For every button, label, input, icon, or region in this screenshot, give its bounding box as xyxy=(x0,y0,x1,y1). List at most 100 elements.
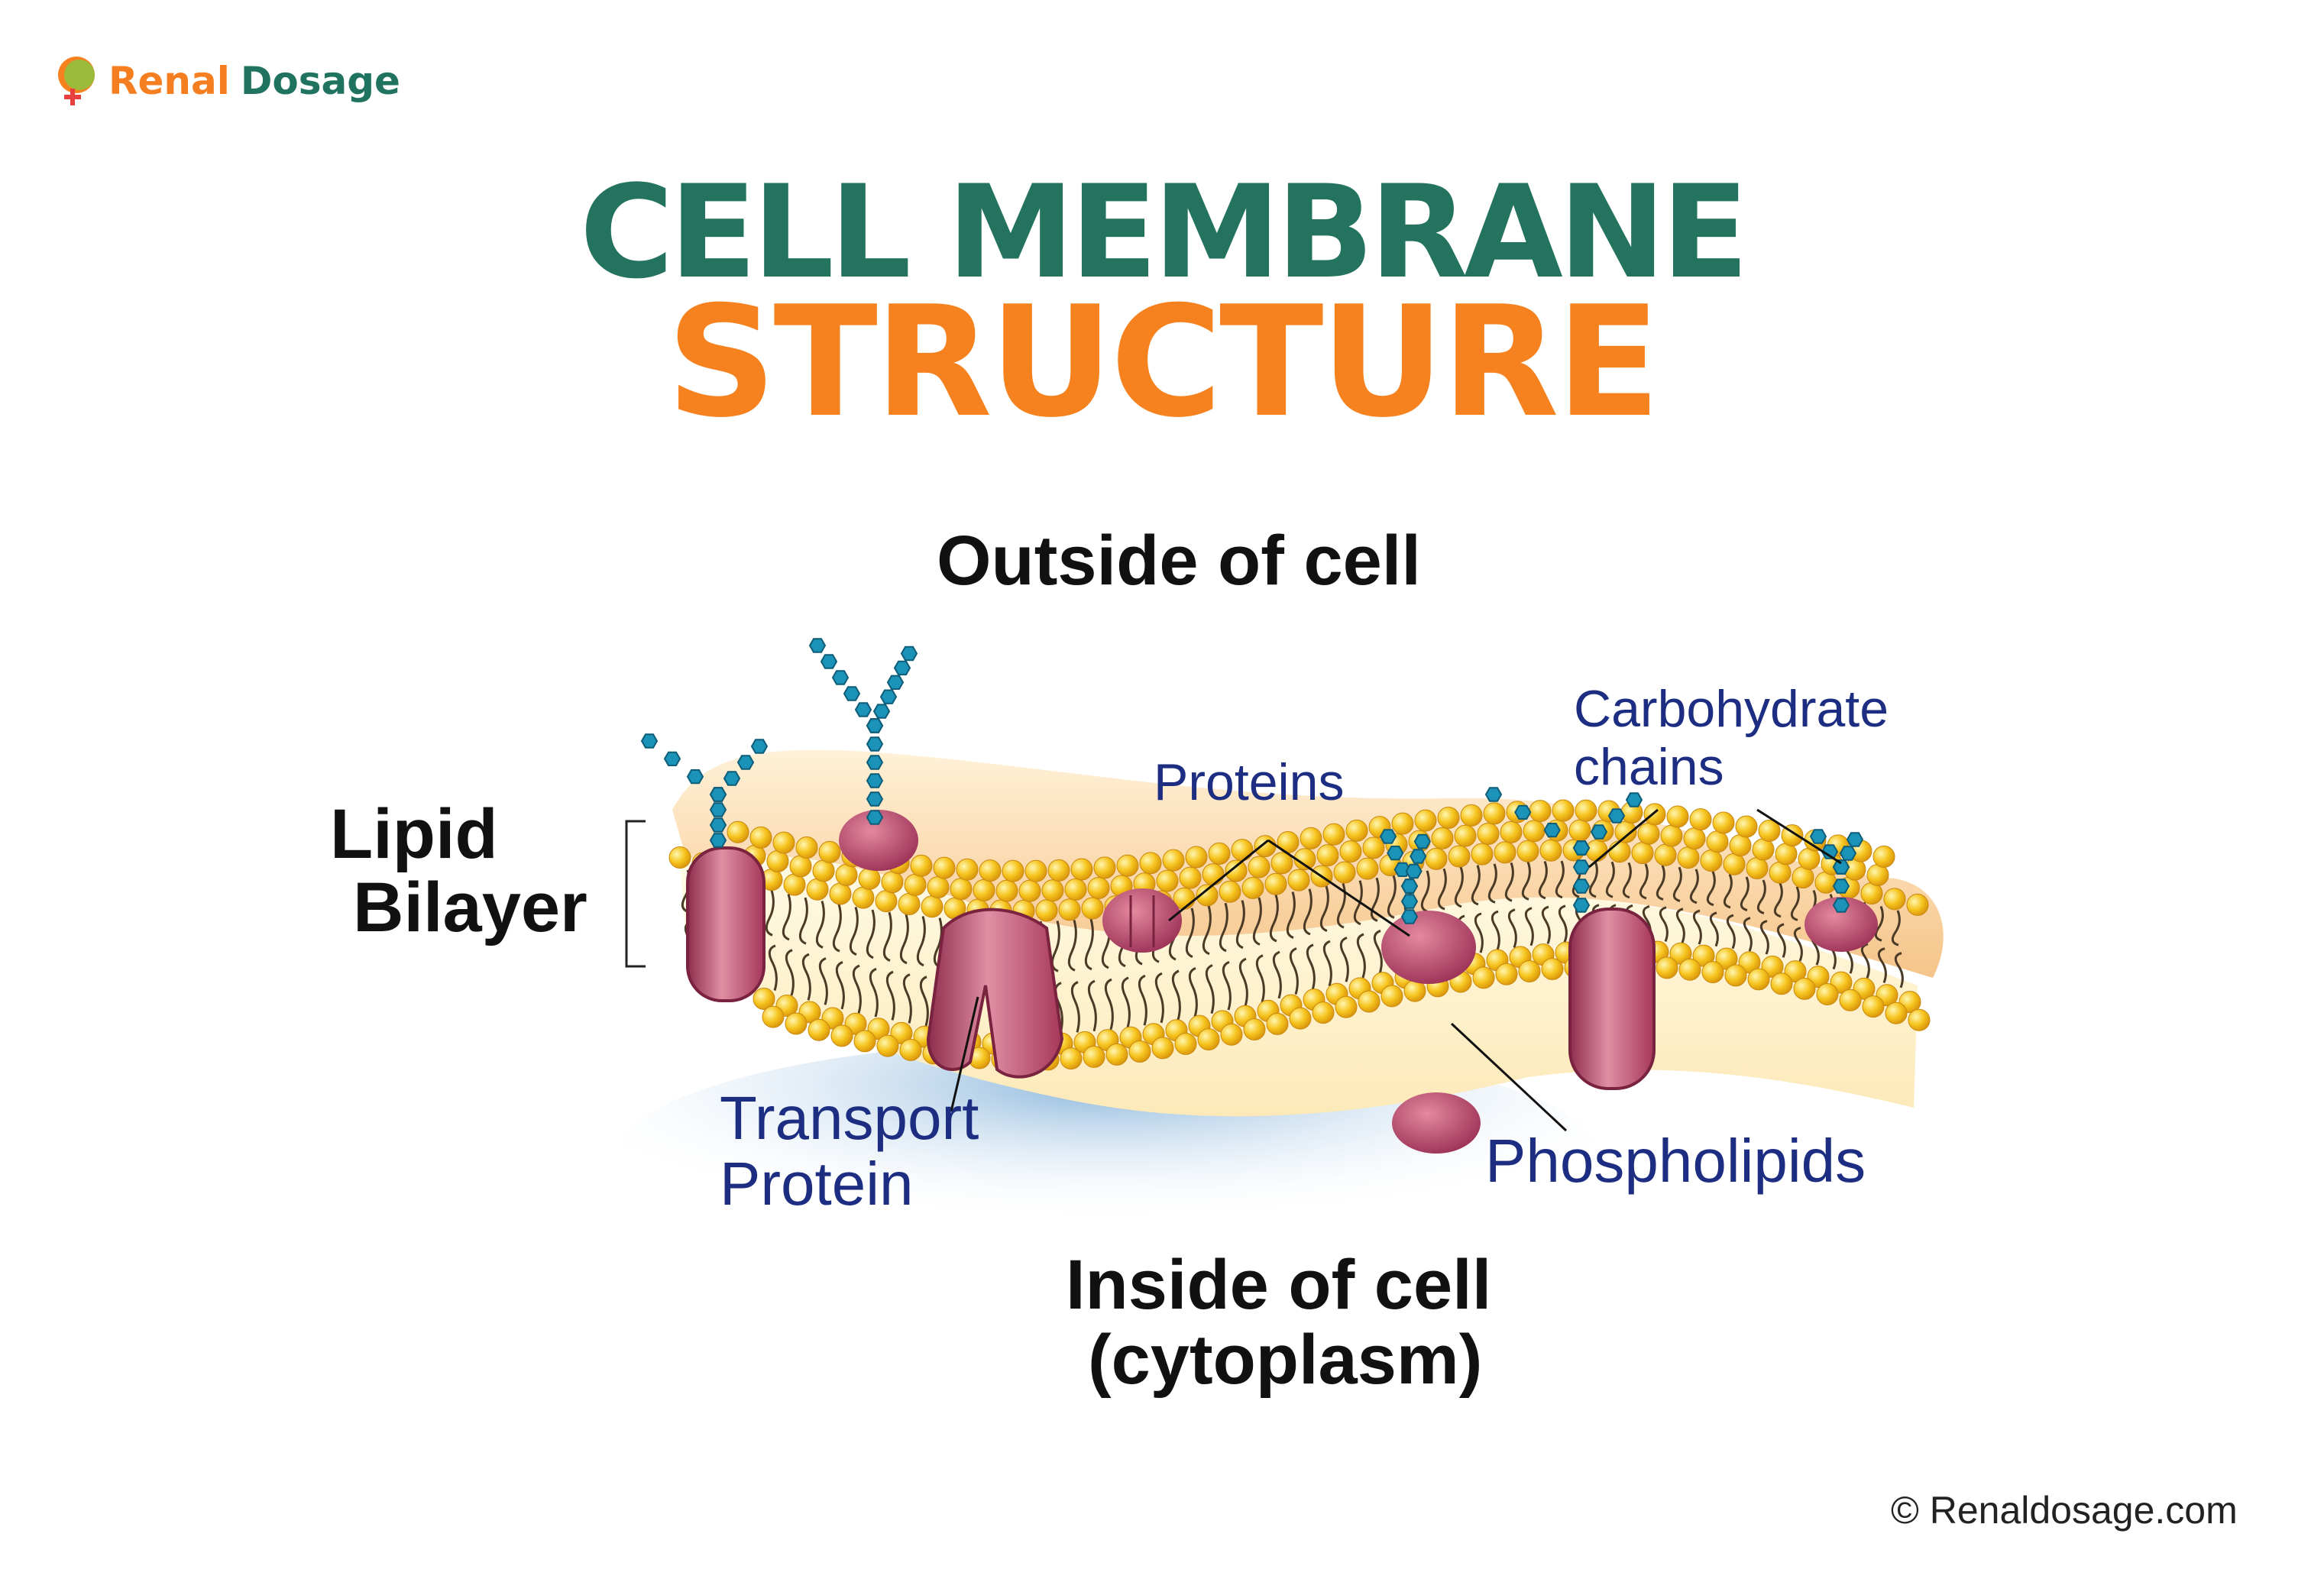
label-protein: Protein xyxy=(720,1150,914,1218)
lipid-tail xyxy=(1659,906,1669,943)
lipid-tail xyxy=(1238,957,1248,1007)
phospholipid-head xyxy=(1064,878,1087,901)
phospholipid-head xyxy=(808,1018,830,1041)
carbohydrate-bead xyxy=(1514,804,1532,820)
phospholipid-head xyxy=(950,878,973,901)
phospholipid-head xyxy=(1179,866,1202,889)
lipid-tail xyxy=(1269,894,1279,943)
lipid-tail xyxy=(1306,943,1316,991)
phospholipid-head xyxy=(1798,847,1821,870)
lipid-tail xyxy=(835,961,845,1010)
lipid-tail xyxy=(1874,905,1884,942)
lipid-tail xyxy=(1104,978,1114,1031)
lipid-tail xyxy=(885,970,895,1021)
phospholipid-head xyxy=(1024,859,1047,882)
phospholipid-head xyxy=(1761,955,1784,978)
phospholipid-head xyxy=(753,987,775,1010)
phospholipid-head xyxy=(829,882,852,905)
phospholipid-head xyxy=(1872,845,1895,868)
phospholipid-head xyxy=(1460,804,1483,827)
lipid-tail xyxy=(1202,905,1212,956)
lipid-tail xyxy=(1339,937,1349,982)
brand-logo: Renal Dosage xyxy=(53,44,400,118)
carbohydrate-bead xyxy=(866,810,884,825)
protein-dome-center xyxy=(1381,911,1476,984)
lipid-tail xyxy=(1370,877,1380,922)
label-carbohydrate: Carbohydrate xyxy=(1574,680,1889,738)
phospholipid-head xyxy=(1083,1045,1105,1068)
carbohydrate-bead xyxy=(854,702,872,717)
lipid-tail xyxy=(1205,964,1215,1014)
phospholipid-head xyxy=(853,1030,876,1053)
lipid-tail xyxy=(1689,869,1699,904)
carbohydrate-bead xyxy=(1839,846,1857,861)
phospholipid-head xyxy=(772,831,795,854)
lipid-tail xyxy=(899,914,909,965)
phospholipid-head xyxy=(1087,876,1110,899)
phospholipid-head xyxy=(1552,799,1575,822)
carbohydrate-bead xyxy=(866,791,884,807)
carbohydrate-bead xyxy=(1607,808,1626,824)
phospholipid-head xyxy=(899,1038,922,1061)
phospholipid-head xyxy=(876,1034,899,1057)
lipid-tail xyxy=(1723,873,1733,909)
lipid-tail xyxy=(1219,902,1228,953)
carbohydrate-bead xyxy=(1413,833,1431,849)
lipid-tail xyxy=(1420,870,1430,913)
label-cytoplasm: (cytoplasm) xyxy=(1088,1321,1483,1399)
protein-dome-top-left xyxy=(839,810,918,871)
phospholipid-head xyxy=(1816,983,1839,1006)
phospholipid-head xyxy=(835,863,858,886)
lipid-tail xyxy=(1726,914,1736,950)
phospholipid-head xyxy=(1689,808,1712,831)
phospholipid-head xyxy=(933,856,956,879)
phospholipid-head xyxy=(1862,995,1885,1018)
phospholipid-head xyxy=(806,878,829,901)
carbohydrate-bead xyxy=(686,769,704,785)
phospholipid-head xyxy=(858,867,881,890)
phospholipid-head xyxy=(1712,811,1735,834)
lipid-tail xyxy=(1138,974,1147,1026)
lipid-tail xyxy=(1373,930,1383,975)
lipid-tail xyxy=(1521,861,1531,901)
phospholipid-head xyxy=(1723,853,1746,875)
lipid-tail xyxy=(1070,981,1080,1033)
lipid-tail xyxy=(768,944,778,991)
lipid-tail xyxy=(1272,950,1282,999)
phospholipid-head xyxy=(956,858,979,881)
lipid-tail xyxy=(1756,879,1766,914)
phospholipid-head xyxy=(1289,1007,1312,1030)
lipid-tail xyxy=(1675,908,1685,943)
carbohydrate-bead xyxy=(820,654,838,669)
carbohydrate-bead xyxy=(866,718,884,733)
phospholipid-head xyxy=(1906,893,1929,916)
carbohydrate-bead xyxy=(866,773,884,788)
phospholipid-head xyxy=(766,849,789,872)
lipid-tail xyxy=(1154,972,1164,1024)
phospholipid-head xyxy=(1362,836,1385,859)
phospholipid-head xyxy=(898,893,921,916)
lipid-tail xyxy=(1067,920,1077,972)
phospholipid-head xyxy=(1518,959,1541,982)
carbohydrate-bead xyxy=(1809,829,1827,844)
carbohydrate-bead xyxy=(709,817,727,833)
lipid-tail xyxy=(1656,865,1665,901)
lipid-tail xyxy=(1255,954,1265,1003)
phospholipid-head xyxy=(785,1012,808,1035)
lipid-tail xyxy=(1504,862,1514,902)
protein-dome-bottom xyxy=(1392,1092,1481,1154)
carbohydrate-bead xyxy=(750,739,769,754)
phospholipid-head xyxy=(762,1005,785,1028)
phospholipid-head xyxy=(1266,1012,1289,1035)
lipid-tail xyxy=(1894,952,1904,989)
phospholipid-head xyxy=(1287,869,1310,891)
lipid-tail xyxy=(1538,860,1548,900)
phospholipid-head xyxy=(1747,968,1770,991)
carbohydrate-bead xyxy=(709,802,727,817)
phospholipid-head xyxy=(1700,849,1723,872)
phospholipid-head xyxy=(1041,879,1064,902)
phospholipid-head xyxy=(1345,819,1368,842)
phospholipid-head xyxy=(783,873,806,896)
phospholipid-head xyxy=(1585,839,1608,862)
